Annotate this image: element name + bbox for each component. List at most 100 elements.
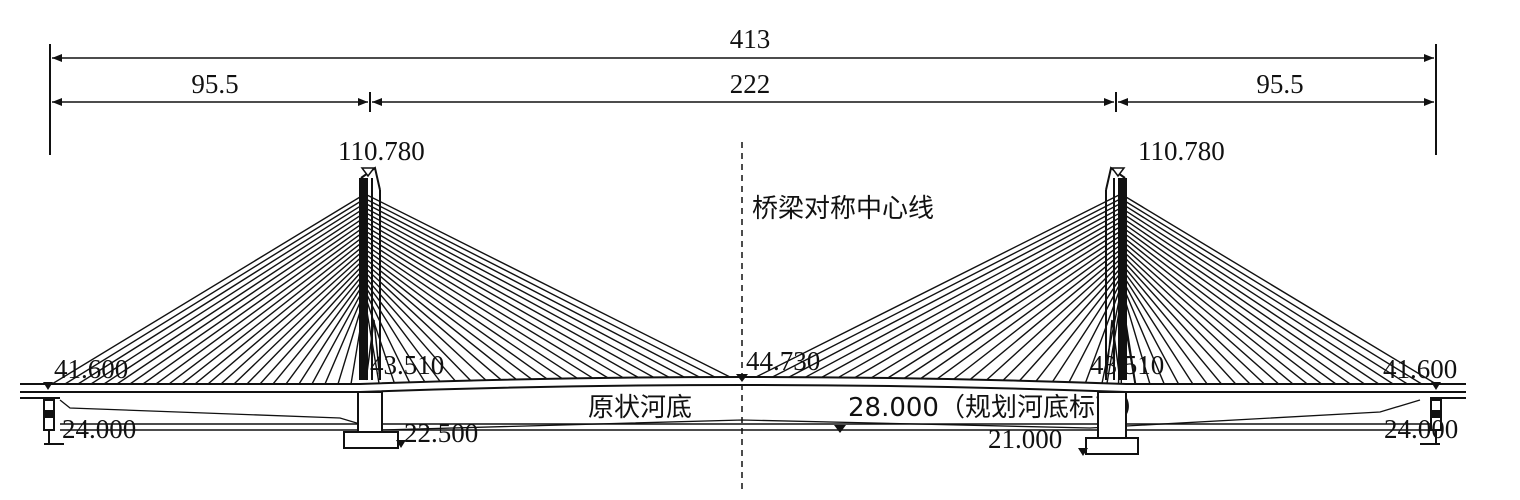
right-tower-cable-back-5	[1120, 211, 1380, 385]
right-bearing	[1431, 410, 1441, 418]
centerline-label: 桥梁对称中心线	[752, 194, 934, 224]
left-tower-cable-back-8	[142, 225, 366, 385]
total-length-label: 413	[730, 24, 771, 54]
right-footing-marker	[1078, 448, 1088, 456]
left-pier-foundation-elevation: 22.500	[404, 418, 478, 448]
existing-riverbed-label: 原状河底	[588, 393, 692, 423]
right-tower-cable-back-20	[1120, 281, 1165, 385]
left-tower-cable-main-1	[364, 193, 731, 378]
left-abutment	[43, 382, 64, 445]
left-tower-cable-main-2	[364, 197, 716, 378]
dimension-lines: 413 95.5 222 95.5	[49, 24, 1437, 155]
right-tower-cable-back-7	[1120, 221, 1351, 385]
right-tower-cable-main-12	[936, 244, 1122, 380]
right-tower-cable-main-2	[772, 197, 1122, 378]
left-tower-cable-back-22	[324, 290, 366, 385]
left-tower-cable-main-17	[364, 267, 487, 381]
right-tower-cable-main-6	[838, 216, 1122, 379]
right-span-label: 95.5	[1256, 69, 1303, 99]
right-tower-top-marker	[1110, 167, 1126, 178]
right-tower-cable-main-17	[1019, 267, 1122, 382]
left-tower-cable-main-13	[364, 248, 548, 380]
left-tower-cable-main-6	[364, 216, 655, 378]
right-tower-cable-back-2	[1120, 198, 1423, 385]
left-pier-foundation	[343, 391, 406, 449]
left-tower-cable-back-12	[194, 244, 366, 385]
right-tower-cable-main-20	[1068, 281, 1122, 383]
left-tower-leg-front	[359, 178, 368, 380]
right-tower-cable-back-13	[1120, 248, 1265, 385]
left-tower-cable-main-16	[364, 262, 502, 381]
left-tower-cable-main-4	[364, 207, 685, 378]
left-tower-cable-main-11	[364, 239, 578, 379]
right-tower-cable-main-7	[854, 221, 1122, 379]
right-tower-cable-back-18	[1120, 271, 1194, 385]
left-tower-deck-elevation: 43.510	[370, 350, 444, 380]
left-tower-cable-back-3	[77, 202, 366, 385]
left-tower-cable-back-2	[64, 198, 366, 385]
right-tower-deck-elevation: 43.510	[1090, 350, 1164, 380]
left-pier	[357, 391, 383, 433]
right-tower-cable-main-15	[986, 258, 1122, 381]
left-bearing	[44, 410, 54, 418]
deck-bottom-line	[20, 384, 1466, 393]
right-tower-cable-back-15	[1120, 258, 1237, 385]
right-tower-cable-back-17	[1120, 267, 1208, 385]
right-footing	[1085, 437, 1139, 455]
right-tower-cable-main-21	[1084, 285, 1122, 383]
right-abutment-deck-elevation: 41.600	[1383, 354, 1457, 384]
left-tower-cap	[360, 166, 381, 191]
right-tower-cable-back-10	[1120, 234, 1308, 385]
right-tower-cable-back-3	[1120, 202, 1408, 385]
right-tower-cable-main-8	[870, 225, 1122, 379]
right-tower-cable-back-19	[1120, 276, 1180, 385]
right-tower-cable-main-3	[788, 202, 1122, 378]
left-tower-cable-main-20	[364, 281, 441, 382]
left-tower-cable-back-10	[168, 234, 366, 385]
left-tower-cable-back-4	[90, 207, 366, 385]
left-tower-cable-back-17	[259, 267, 366, 385]
right-tower-cable-back-6	[1120, 216, 1365, 385]
left-tower-cable-main-7	[364, 221, 639, 379]
right-tower-cable-main-19	[1052, 276, 1122, 382]
riverbed	[59, 399, 1430, 433]
left-tower-cable-main-18	[364, 271, 472, 382]
left-tower-cable-main-10	[364, 234, 594, 379]
left-tower-cable-main-5	[364, 211, 670, 378]
left-tower-cable-back-9	[155, 230, 366, 385]
left-footing-marker	[396, 440, 406, 448]
right-tower-cable-back-1	[1120, 193, 1437, 385]
left-tower-cable-back-11	[181, 239, 366, 385]
right-abutment-base-elevation: 24.000	[1384, 414, 1458, 444]
right-tower-cable-main-10	[903, 234, 1122, 379]
left-tower-cable-back-6	[116, 216, 366, 385]
left-tower-cable-main-3	[364, 202, 700, 378]
left-tower-cable-main-12	[364, 244, 563, 380]
right-tower-cable-back-11	[1120, 239, 1294, 385]
right-tower-cable-main-4	[805, 207, 1122, 378]
left-abutment-base-elevation: 24.000	[62, 414, 136, 444]
right-tower-cable-main-13	[953, 248, 1122, 380]
right-tower-cable-back-8	[1120, 225, 1337, 385]
right-tower-cap	[1105, 166, 1126, 191]
left-tower-cable-main-9	[364, 230, 609, 379]
right-pier	[1097, 391, 1127, 439]
left-abutment-deck-elevation: 41.600	[54, 354, 128, 384]
right-tower-cable-back-12	[1120, 244, 1280, 385]
left-tower-cable-back-21	[311, 285, 366, 385]
left-tower-cable-back-7	[129, 221, 366, 385]
left-tower-cable-back-15	[233, 258, 366, 385]
left-tower	[359, 166, 381, 381]
left-tower-cable-back-1	[51, 193, 366, 385]
right-tower-cable-main-1	[755, 193, 1122, 378]
right-pier-foundation	[1078, 391, 1139, 456]
right-tower-lower-brace	[1105, 319, 1121, 381]
right-pier-foundation-elevation: 21.000	[988, 424, 1062, 454]
stay-cables	[51, 193, 1437, 385]
existing-riverbed-line	[59, 399, 1421, 431]
right-abutment	[1420, 382, 1442, 445]
left-tower-lower-brace	[365, 319, 381, 381]
left-tower-cable-back-13	[207, 248, 366, 385]
right-tower-cable-main-11	[920, 239, 1122, 380]
